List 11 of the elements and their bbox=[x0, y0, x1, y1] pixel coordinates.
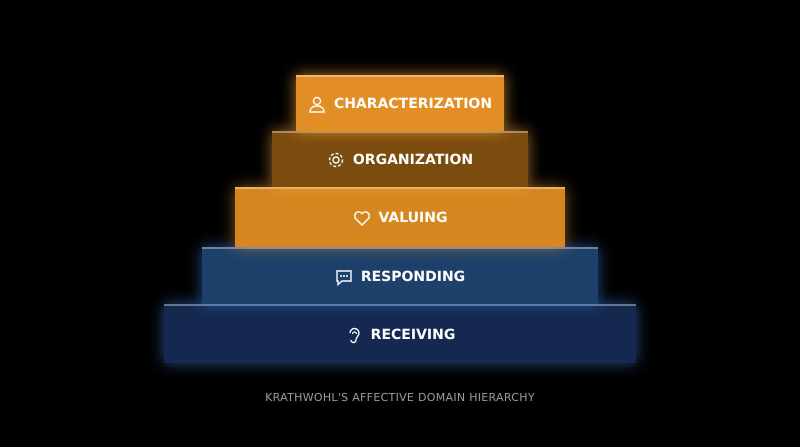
step-label: VALUING bbox=[378, 210, 448, 226]
step-label: RESPONDING bbox=[360, 268, 466, 284]
step-label: RECEIVING bbox=[370, 326, 456, 342]
step-label: CHARACTERIZATION bbox=[334, 96, 492, 112]
pyramid-step bbox=[164, 304, 636, 363]
step-label: ORGANIZATION bbox=[352, 152, 474, 168]
caption: KRATHWOHL'S AFFECTIVE DOMAIN HIERARCHY bbox=[265, 391, 535, 404]
pyramid-step bbox=[202, 247, 598, 304]
pyramid-step bbox=[296, 75, 504, 131]
pyramid-step bbox=[272, 131, 528, 187]
pyramid-step bbox=[235, 187, 565, 247]
